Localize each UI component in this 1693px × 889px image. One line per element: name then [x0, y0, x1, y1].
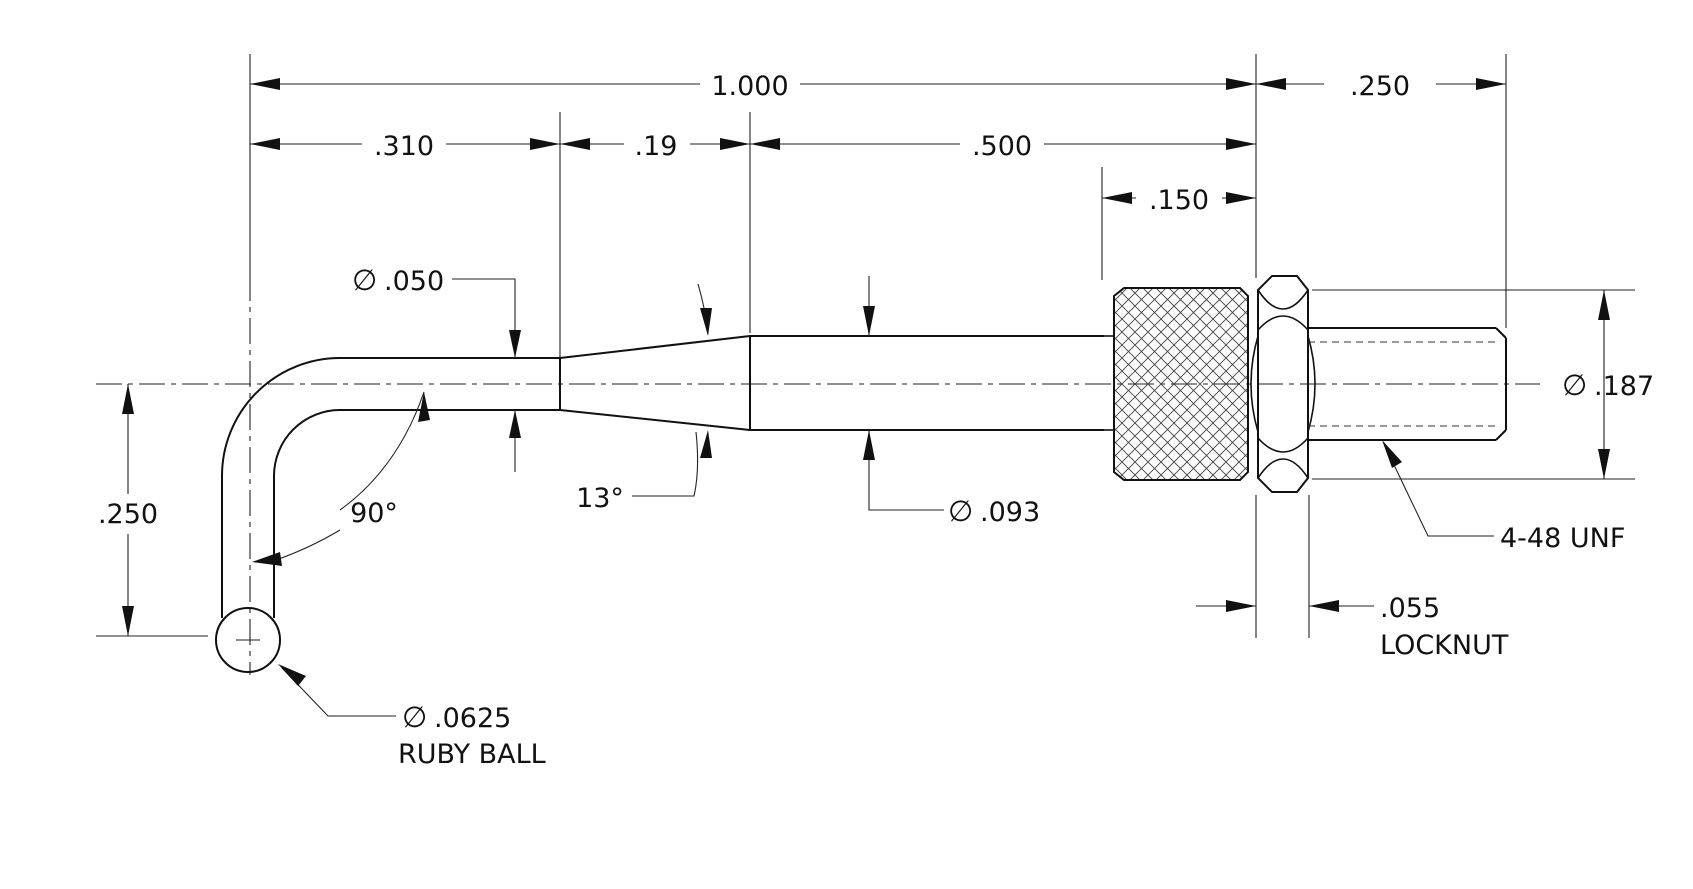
- dimension-labels: 1.000 .250 .310 .19 .500 .150 ∅ .050 ∅ .…: [98, 71, 1654, 770]
- knurl-hatch-line: [1194, 288, 1248, 480]
- knurl-hatch-line: [1114, 288, 1154, 480]
- knurl-hatch-line: [1155, 288, 1248, 480]
- knurl-hatch-line: [1116, 288, 1248, 480]
- dim-bend-angle: 90°: [350, 498, 398, 529]
- diameter-symbol: ∅: [352, 263, 377, 297]
- diameter-symbol: ∅: [1562, 368, 1587, 402]
- dim-ball-diameter: .0625: [434, 703, 511, 734]
- dim-thread-diameter: .187: [1594, 371, 1654, 402]
- diameter-symbol: ∅: [948, 494, 973, 528]
- arrowheads: [122, 78, 1610, 686]
- knurl-hatch-line: [1114, 288, 1193, 480]
- dim-locknut-width: .055: [1380, 593, 1440, 624]
- knurl-hatch-line: [1114, 288, 1193, 480]
- knurl-hatch-line: [1207, 288, 1248, 480]
- knurl-hatch-line: [1181, 288, 1248, 480]
- extension-lines: [96, 54, 1635, 638]
- knurl-hatch-line: [1114, 288, 1180, 480]
- diameter-symbol: ∅: [402, 700, 427, 734]
- label-ruby-ball: RUBY BALL: [398, 739, 546, 770]
- stylus-outline: [221, 335, 1104, 618]
- dim-thread-length: .250: [1350, 71, 1410, 102]
- dim-shank-diameter: .093: [980, 497, 1040, 528]
- knurl-hatch-line: [1181, 288, 1248, 480]
- knurl-hatch-line: [1114, 288, 1232, 480]
- dim-stem-diameter: .050: [384, 266, 444, 297]
- knurl-hatch-line: [1168, 288, 1248, 480]
- knurl-hatch-line: [1114, 288, 1206, 480]
- label-thread-spec: 4-48 UNF: [1500, 523, 1625, 554]
- knurl-hatch-line: [1142, 288, 1248, 480]
- ruby-ball: [215, 607, 281, 673]
- knurl-hatch-line: [1114, 288, 1248, 480]
- dim-knurl-width: .150: [1149, 185, 1209, 216]
- dim-taper-angle: 13°: [576, 483, 624, 514]
- knurl-hatch-line: [1114, 288, 1248, 480]
- knurl-hatch-line: [1114, 288, 1167, 480]
- knurl-hatch-line: [1114, 288, 1180, 480]
- dim-segment-2: .19: [635, 131, 678, 162]
- label-locknut: LOCKNUT: [1380, 630, 1509, 661]
- dim-overall-length: 1.000: [711, 71, 788, 102]
- knurl-hatch-line: [1114, 288, 1245, 480]
- knurl-hatch-line: [1114, 288, 1248, 480]
- dim-drop-height: .250: [98, 499, 158, 530]
- knurl-hatch-line: [1114, 288, 1167, 480]
- knurl-hatch-line: [1207, 288, 1248, 480]
- knurl-hatch-line: [1168, 288, 1248, 480]
- knurl-hatch-line: [1194, 288, 1248, 480]
- knurl-hatch-line: [1114, 288, 1248, 480]
- hex-locknut: [1250, 275, 1316, 493]
- dim-segment-1: .310: [374, 131, 434, 162]
- knurl-hatch-line: [1155, 288, 1248, 480]
- knurl-hatch-line: [1129, 288, 1248, 480]
- dim-segment-3: .500: [972, 131, 1032, 162]
- threaded-end: [1308, 327, 1507, 441]
- knurl-hatch-line: [1114, 288, 1206, 480]
- knurl-hatch-line: [1114, 288, 1219, 480]
- knurl-hatch-line: [1114, 288, 1154, 480]
- knurled-collar: [1104, 287, 1249, 481]
